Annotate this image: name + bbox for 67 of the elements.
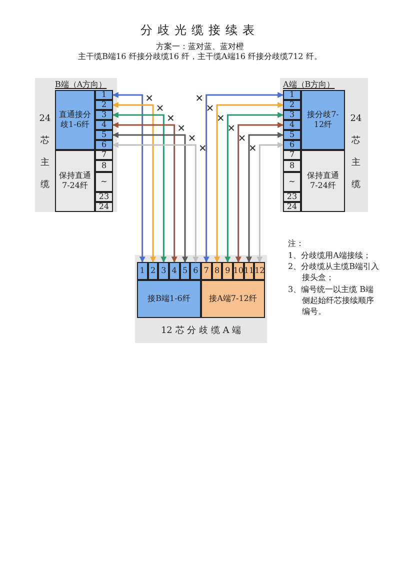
fiber-number-cell: 8: [95, 160, 113, 172]
fiber-number-cell: 1: [95, 90, 113, 100]
cable-label: 24芯主缆: [350, 113, 362, 192]
fiber-number-cell: 8: [212, 262, 222, 280]
fiber-number-cell: 5: [180, 262, 190, 280]
note-text: 1、分歧缆用A端接续；: [288, 250, 372, 261]
panel-heading: 12 芯 分 歧 缆 A 端: [160, 324, 242, 337]
cable-label: 24芯主缆: [39, 113, 51, 192]
fiber-number-cell: 2: [283, 100, 301, 110]
fiber-group-block: 接B端1-6纤: [137, 280, 201, 318]
fiber-number-cell: 23: [95, 192, 113, 202]
fiber-group-block: 接A端7-12纤: [201, 280, 265, 318]
cable-panel: [280, 78, 368, 212]
fiber-group-block: 直通接分歧1-6纤: [55, 90, 95, 150]
fiber-arrow: [224, 112, 284, 263]
fiber-arrow: [214, 102, 284, 263]
fiber-arrow: [256, 142, 284, 263]
subtitle: 主干缆B端16 纤接分歧缆16 纤，主干缆A端16 纤接分歧缆712 纤。: [77, 51, 323, 62]
fiber-group-block: 接分歧7-12纤: [301, 90, 345, 150]
cable-panel: [35, 78, 117, 212]
fiber-number-cell: 4: [283, 120, 301, 130]
fiber-number-cell: 5: [283, 130, 301, 140]
fiber-number-cell: 2: [148, 262, 158, 280]
subtitle: 方案一：蓝对蓝、蓝对橙: [155, 41, 245, 52]
fiber-number-cell: 1: [283, 90, 301, 100]
fiber-number-cell: 11: [244, 262, 254, 280]
fiber-number-cell: 7: [201, 262, 212, 280]
fiber-arrow: [112, 122, 178, 263]
fiber-arrow: [112, 132, 188, 263]
fiber-arrow: [112, 102, 156, 263]
fiber-number-cell: 7: [95, 150, 113, 160]
note-heading: 注：: [288, 238, 305, 249]
panel-heading: B端（A方向）: [55, 79, 107, 90]
fiber-number-cell: ~: [283, 172, 301, 192]
fiber-arrow: [235, 122, 284, 263]
fiber-group-block: 保持直通7-24纤: [55, 150, 95, 212]
fiber-number-cell: 5: [95, 130, 113, 140]
cable-panel: [135, 255, 267, 343]
diagram-title: 分歧光缆接续表: [140, 22, 260, 39]
fiber-number-cell: 3: [95, 110, 113, 120]
fiber-number-cell: 6: [283, 140, 301, 150]
note-text: 3、编号统一以主缆 B端侧起始纤芯接续顺序编号。: [288, 284, 375, 317]
panel-heading: A端（B方向）: [283, 79, 335, 90]
fiber-number-cell: 3: [158, 262, 169, 280]
fiber-arrow: [112, 112, 167, 263]
fiber-number-cell: 24: [283, 202, 301, 212]
fiber-number-cell: 8: [283, 160, 301, 172]
fiber-number-cell: 2: [95, 100, 113, 110]
fiber-arrow: [112, 92, 146, 263]
fiber-arrow: [203, 92, 284, 263]
fiber-number-cell: 3: [283, 110, 301, 120]
fiber-number-cell: 7: [283, 150, 301, 160]
fiber-number-cell: 6: [95, 140, 113, 150]
fiber-number-cell: 4: [95, 120, 113, 130]
fiber-number-cell: 10: [233, 262, 244, 280]
fiber-arrow: [112, 142, 199, 263]
fiber-number-cell: 9: [222, 262, 233, 280]
fiber-arrow: [246, 132, 284, 263]
fiber-number-cell: ~: [95, 172, 113, 192]
fiber-number-cell: 12: [254, 262, 265, 280]
note-text: 2、分歧缆从主缆B端引入接头盒；: [288, 261, 380, 283]
fiber-number-cell: 6: [190, 262, 201, 280]
fiber-group-block: 保持直通7-24纤: [301, 150, 345, 212]
fiber-number-cell: 4: [169, 262, 180, 280]
fiber-number-cell: 24: [95, 202, 113, 212]
fiber-number-cell: 1: [137, 262, 148, 280]
fiber-number-cell: 23: [283, 192, 301, 202]
